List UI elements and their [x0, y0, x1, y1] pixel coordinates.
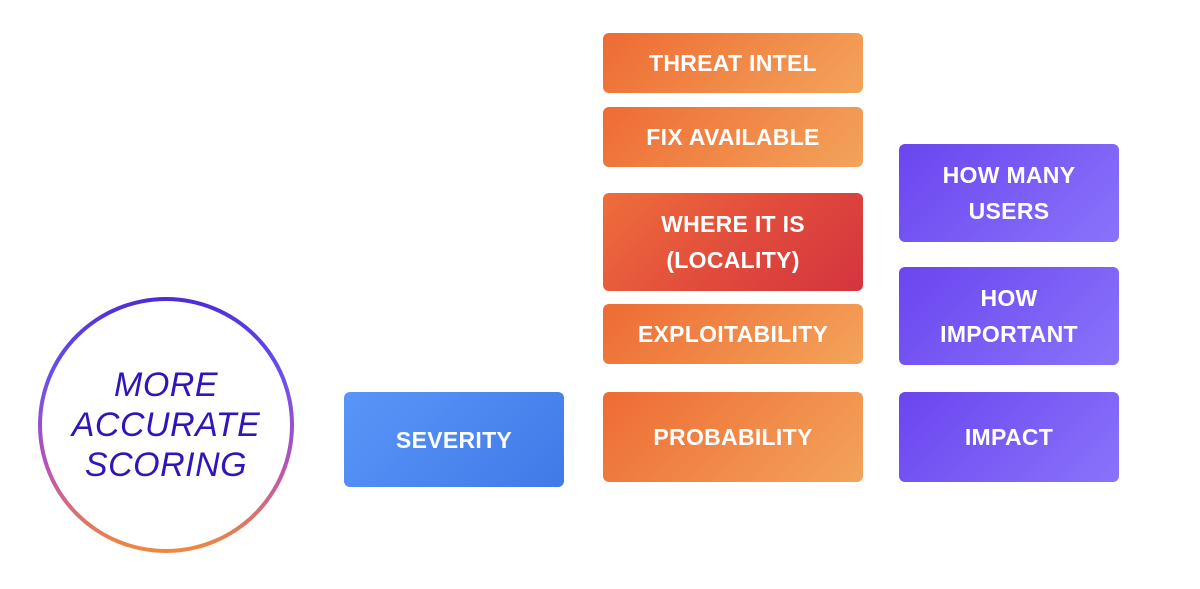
locality-line-2: (LOCALITY) — [666, 247, 800, 273]
locality-label: WHERE IT IS (LOCALITY) — [661, 206, 805, 278]
accurate-scoring-circle: MORE ACCURATE SCORING — [38, 297, 294, 553]
probability-label: PROBABILITY — [653, 424, 813, 450]
how-many-users-label: HOW MANY USERS — [943, 157, 1076, 229]
circle-line-3: SCORING — [84, 446, 248, 484]
how-important-label: HOW IMPORTANT — [940, 280, 1078, 352]
fix-available-box: FIX AVAILABLE — [603, 107, 863, 167]
accurate-scoring-label: MORE ACCURATE SCORING — [72, 365, 261, 485]
threat-intel-label: THREAT INTEL — [649, 50, 817, 76]
how-important-box: HOW IMPORTANT — [899, 267, 1119, 365]
how-many-users-line-2: USERS — [968, 198, 1050, 224]
how-important-line-1: HOW — [980, 285, 1038, 311]
circle-line-2: ACCURATE — [71, 406, 261, 444]
threat-intel-box: THREAT INTEL — [603, 33, 863, 93]
exploitability-box: EXPLOITABILITY — [603, 304, 863, 364]
fix-available-label: FIX AVAILABLE — [646, 124, 820, 150]
exploitability-label: EXPLOITABILITY — [637, 321, 829, 347]
severity-box: SEVERITY — [344, 392, 564, 487]
severity-label: SEVERITY — [395, 426, 513, 453]
circle-line-1: MORE — [114, 366, 218, 404]
impact-label: IMPACT — [964, 424, 1054, 450]
how-many-users-line-1: HOW MANY — [942, 162, 1076, 188]
how-important-line-2: IMPORTANT — [940, 321, 1078, 347]
impact-box: IMPACT — [899, 392, 1119, 482]
accurate-scoring-circle-inner: MORE ACCURATE SCORING — [42, 301, 290, 549]
locality-box: WHERE IT IS (LOCALITY) — [603, 193, 863, 291]
how-many-users-box: HOW MANY USERS — [899, 144, 1119, 242]
probability-box: PROBABILITY — [603, 392, 863, 482]
locality-line-1: WHERE IT IS — [661, 211, 805, 237]
